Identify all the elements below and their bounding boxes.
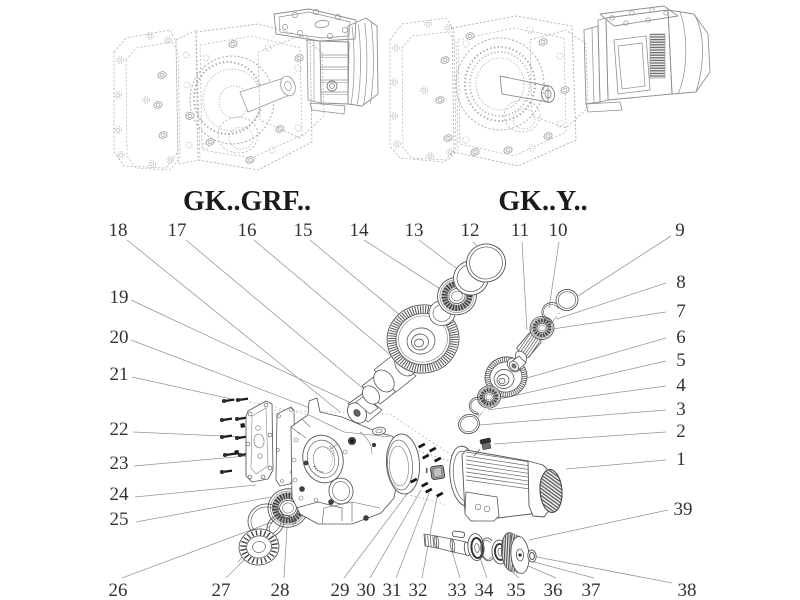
svg-text:7: 7 — [676, 301, 686, 322]
svg-text:9: 9 — [675, 220, 685, 241]
svg-text:37: 37 — [582, 580, 601, 600]
svg-text:27: 27 — [212, 580, 231, 600]
svg-text:24: 24 — [110, 484, 130, 505]
svg-text:16: 16 — [238, 220, 257, 241]
svg-text:28: 28 — [271, 580, 290, 600]
svg-text:1: 1 — [676, 449, 686, 470]
svg-text:36: 36 — [544, 580, 563, 600]
svg-text:22: 22 — [110, 419, 129, 440]
svg-text:30: 30 — [357, 580, 376, 600]
svg-text:13: 13 — [405, 220, 424, 241]
svg-text:23: 23 — [110, 453, 129, 474]
svg-text:18: 18 — [109, 220, 128, 241]
svg-text:21: 21 — [110, 364, 129, 385]
svg-text:33: 33 — [448, 580, 467, 600]
svg-text:5: 5 — [676, 350, 686, 371]
svg-text:12: 12 — [461, 220, 480, 241]
svg-text:29: 29 — [331, 580, 350, 600]
svg-text:38: 38 — [678, 580, 697, 600]
svg-text:39: 39 — [674, 499, 693, 520]
svg-text:34: 34 — [475, 580, 495, 600]
svg-text:6: 6 — [676, 327, 686, 348]
svg-text:35: 35 — [507, 580, 526, 600]
svg-text:2: 2 — [676, 421, 686, 442]
svg-text:14: 14 — [350, 220, 370, 241]
svg-text:20: 20 — [110, 327, 129, 348]
svg-text:GK..Y..: GK..Y.. — [498, 186, 587, 217]
svg-text:15: 15 — [294, 220, 313, 241]
svg-text:32: 32 — [409, 580, 428, 600]
svg-text:8: 8 — [676, 272, 686, 293]
svg-text:19: 19 — [110, 287, 129, 308]
svg-text:17: 17 — [168, 220, 187, 241]
svg-text:3: 3 — [676, 399, 686, 420]
svg-text:26: 26 — [109, 580, 128, 600]
svg-text:25: 25 — [110, 509, 129, 530]
svg-text:GK..GRF..: GK..GRF.. — [183, 186, 311, 217]
svg-text:11: 11 — [511, 220, 529, 241]
svg-text:10: 10 — [549, 220, 568, 241]
svg-text:31: 31 — [383, 580, 402, 600]
svg-text:4: 4 — [676, 375, 686, 396]
